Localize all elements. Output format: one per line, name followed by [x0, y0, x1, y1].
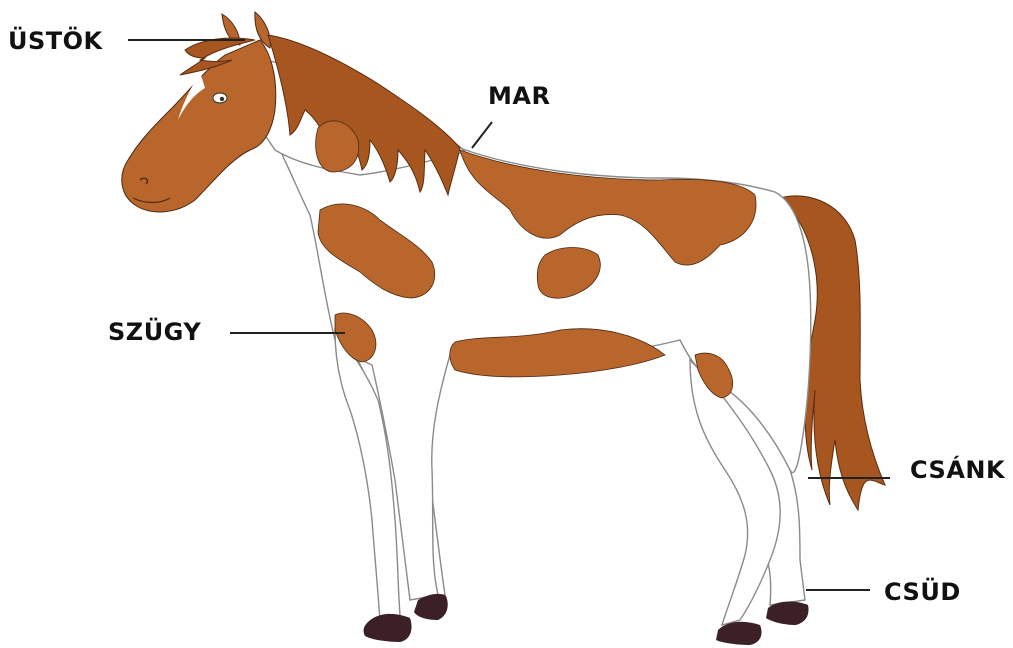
eye — [213, 93, 227, 103]
label-fetlock: CSÜD — [884, 576, 961, 606]
label-forelock: ÜSTÖK — [8, 25, 104, 55]
pupil — [220, 97, 224, 101]
label-withers: MAR — [488, 82, 550, 110]
label-chest: SZÜGY — [108, 316, 201, 346]
label-hock: CSÁNK — [910, 455, 1006, 484]
leader-withers — [472, 122, 492, 148]
hoof-front-near — [364, 614, 412, 642]
